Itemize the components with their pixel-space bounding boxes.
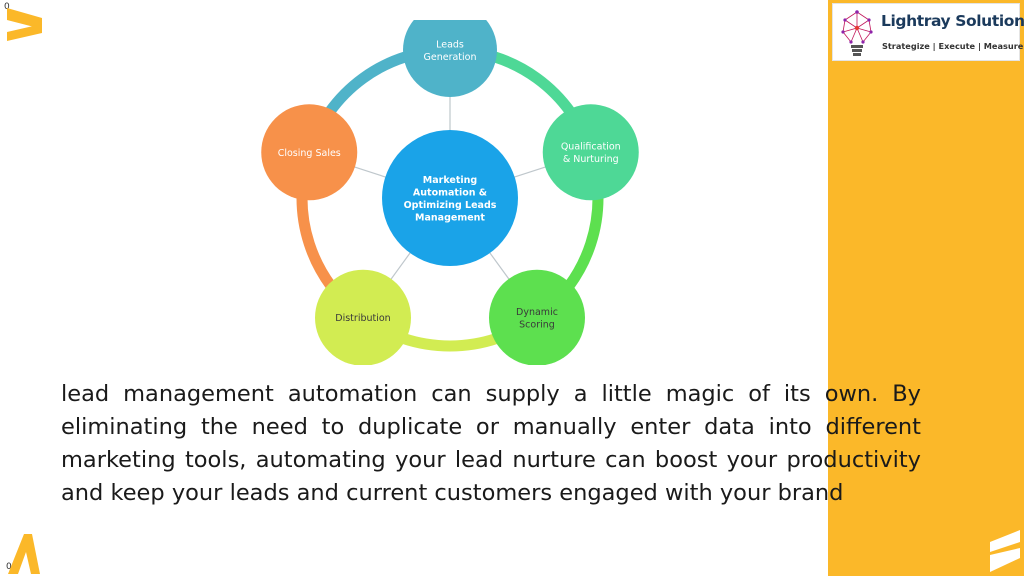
cycle-node-label: Distribution [335,313,390,324]
cycle-node [489,269,585,365]
cycle-node [261,104,358,201]
center-hub [382,130,518,266]
cycle-node [315,269,411,365]
slide-number-top: 0 [4,2,10,12]
yellow-side-panel [828,0,1024,576]
cycle-node-label: Qualification& Nurturing [561,142,621,166]
slide-number-bottom: 0 [6,562,12,572]
body-paragraph: lead management automation can supply a … [61,381,921,506]
company-logo: Lightray Solutions Strategize | Execute … [832,3,1024,61]
lightbulb-network-icon [841,10,873,56]
cycle-node [403,20,497,97]
chevron-bottom-right-icon [990,530,1020,572]
cycle-node-label: Closing Sales [278,148,341,159]
triangle-mark-icon [8,534,40,574]
logo-company-name: Lightray Solutions [881,12,1024,30]
logo-tagline: Strategize | Execute | Measure [882,41,1024,51]
chevron-top-left-icon [7,8,42,41]
cycle-node [542,104,639,201]
